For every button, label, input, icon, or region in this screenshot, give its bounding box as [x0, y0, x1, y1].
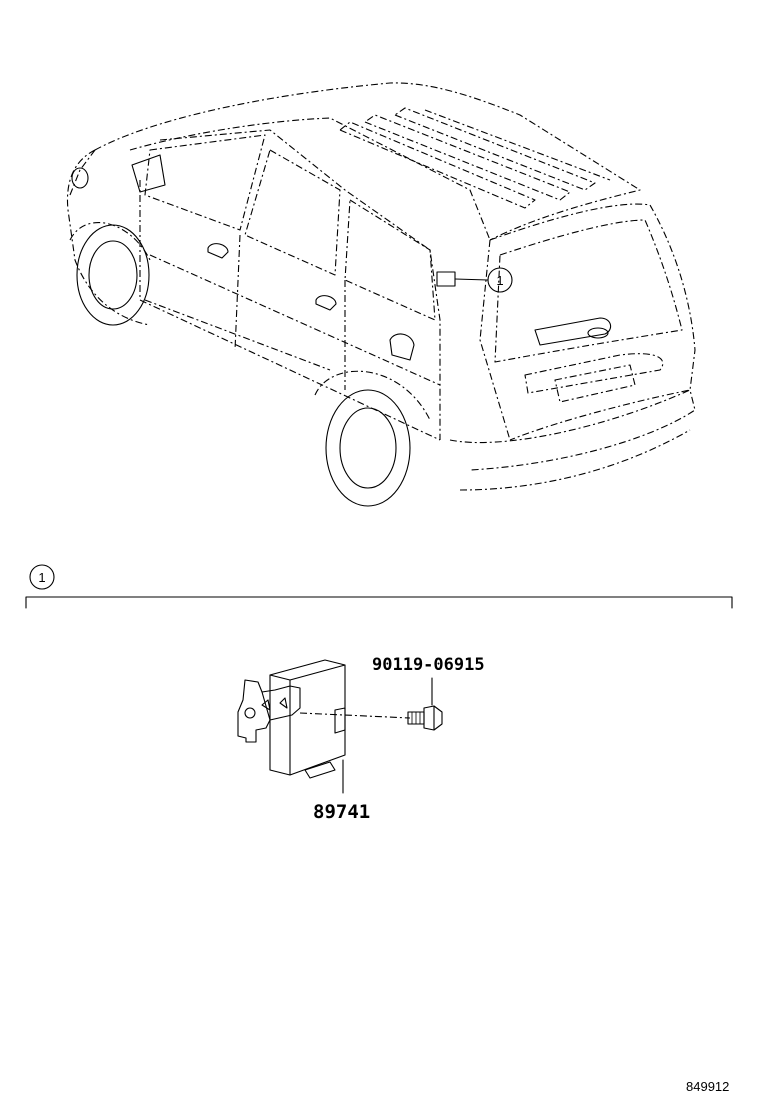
bolt-icon [407, 705, 443, 731]
vehicle-illustration [66, 82, 696, 507]
module-assembly [237, 659, 443, 794]
module-part-number: 89741 [313, 801, 370, 823]
section-divider [25, 596, 733, 609]
vehicle-callout-number: 1 [496, 273, 503, 288]
section-header: 1 [25, 564, 733, 609]
drawing-reference-number: 849912 [686, 1079, 729, 1094]
bolt-part-number: 90119-06915 [372, 655, 485, 675]
section-callout-number: 1 [38, 570, 45, 585]
vehicle-callout: 1 [487, 267, 513, 293]
